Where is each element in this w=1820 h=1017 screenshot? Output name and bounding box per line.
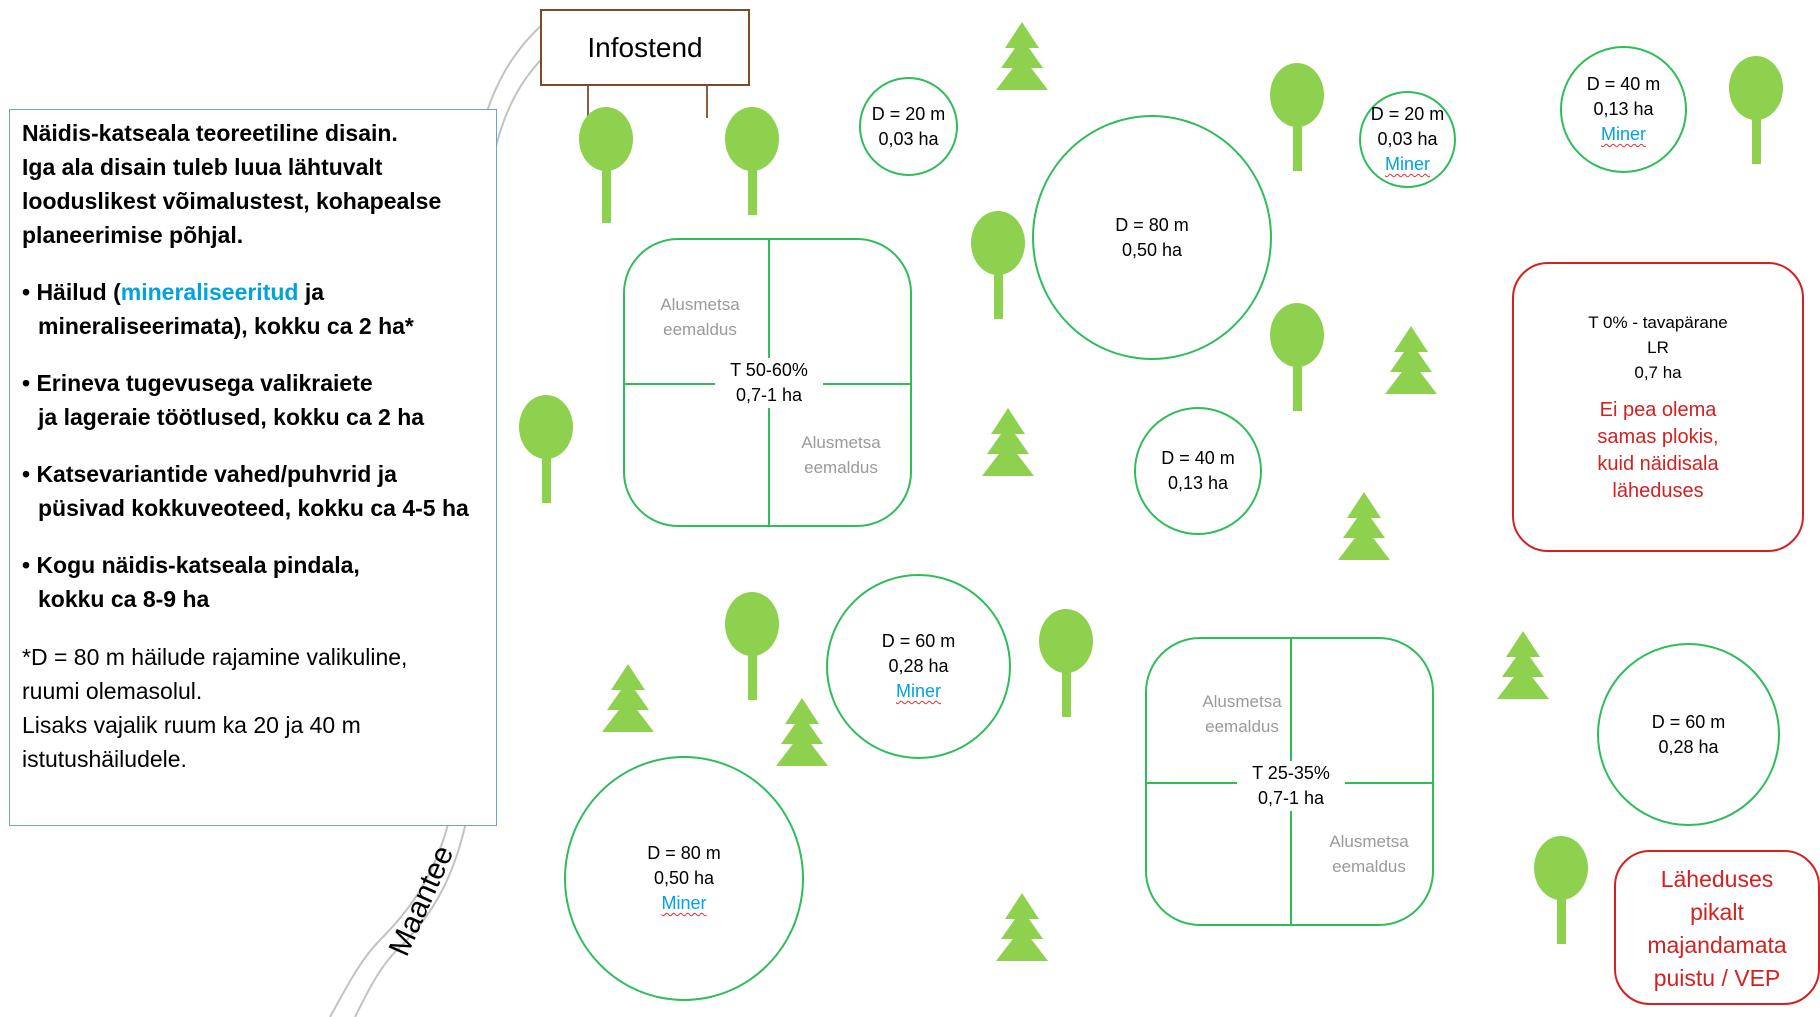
bullet-total-line2: kokku ca 8-9 ha — [38, 586, 210, 612]
gap-circle-d40-b: D = 40 m 0,13 ha — [1134, 407, 1262, 535]
thinning-treatment: T 25-35% — [1252, 763, 1330, 783]
gap-area: 0,50 ha — [653, 868, 715, 888]
bullet-gaps-line2: mineraliseerimata), kokku ca 2 ha* — [38, 313, 414, 339]
info-title-line: planeerimise põhjal. — [22, 222, 244, 248]
clearcut-note-line: kuid näidisala — [1597, 453, 1719, 475]
clearcut-type: LR — [1647, 338, 1669, 357]
deciduous-tree-icon — [519, 395, 573, 503]
thinning-area: 0,7-1 ha — [1257, 788, 1325, 808]
reserve-line: Läheduses — [1660, 866, 1774, 892]
gap-circle-d80-a: D = 80 m 0,50 ha — [1032, 115, 1272, 360]
clearcut-note-line: läheduses — [1612, 480, 1704, 502]
info-text-box: Näidis-katseala teoreetiline disain. Iga… — [9, 109, 497, 826]
gap-diameter: D = 40 m — [1586, 74, 1661, 94]
gap-miner-label: Miner — [895, 681, 941, 701]
gap-miner-label: Miner — [1600, 124, 1646, 144]
gap-diameter: D = 20 m — [1370, 104, 1445, 124]
sign-post-right — [706, 86, 708, 118]
reserve-line: puistu / VEP — [1653, 965, 1781, 991]
clearcut-note: Ei pea olema samas plokis, kuid näidisal… — [1514, 397, 1802, 505]
thinning-plot-t50-60: Alusmetsa eemaldus Alusmetsa eemaldus T … — [623, 238, 912, 527]
bullet-harvests-line1: • Erineva tugevusega valikraiete — [22, 370, 373, 396]
info-title-line: looduslikest võimalustest, kohapealse — [22, 188, 442, 214]
deciduous-tree-icon — [1270, 63, 1324, 171]
bullet-buffers: • Katsevariantide vahed/puhvrid ja püsiva… — [22, 457, 484, 525]
clearcut-treatment: T 0% - tavapärane — [1588, 313, 1728, 332]
gap-diameter: D = 60 m — [881, 631, 956, 651]
deciduous-tree-icon — [1039, 609, 1093, 717]
gap-circle-d20-b: D = 20 m 0,03 ha Miner — [1359, 91, 1456, 188]
gap-area: 0,13 ha — [1167, 473, 1229, 493]
bullet-buffers-line1: • Katsevariantide vahed/puhvrid ja — [22, 461, 397, 487]
bullet-gaps-suffix: ja — [298, 279, 325, 305]
info-title-line: Näidis-katseala teoreetiline disain. — [22, 120, 398, 146]
deciduous-tree-icon — [725, 107, 779, 215]
conifer-tree-icon — [602, 664, 654, 732]
gap-diameter: D = 60 m — [1651, 711, 1726, 732]
thinning-plot-label: T 50-60% 0,7-1 ha — [715, 358, 823, 408]
conifer-tree-icon — [996, 22, 1048, 90]
gap-area: 0,13 ha — [1593, 99, 1654, 119]
gap-circle-d20-a: D = 20 m 0,03 ha — [859, 77, 958, 176]
understory-removal-label: Alusmetsa eemaldus — [801, 433, 881, 477]
bullet-total-line1: • Kogu näidis-katseala pindala, — [22, 552, 360, 578]
gap-diameter: D = 20 m — [871, 103, 946, 124]
understory-removal-label: Alusmetsa eemaldus — [660, 295, 740, 339]
gap-circle-d60-b: D = 60 m 0,28 ha — [1597, 643, 1780, 826]
info-stand-label: Infostend — [587, 31, 703, 63]
bullet-total-area: • Kogu näidis-katseala pindala, kokku ca … — [22, 548, 484, 616]
clearcut-note-line: Ei pea olema — [1599, 399, 1717, 421]
conifer-tree-icon — [1497, 631, 1549, 699]
conifer-tree-icon — [776, 698, 828, 766]
bullet-harvests: • Erineva tugevusega valikraiete ja lager… — [22, 366, 484, 434]
sign-post-left — [587, 86, 589, 118]
bullet-gaps-prefix: • Häilud ( — [22, 279, 121, 305]
deciduous-tree-icon — [579, 107, 633, 223]
thinning-treatment: T 50-60% — [730, 360, 808, 380]
clearcut-plot-box: T 0% - tavapärane LR 0,7 ha Ei pea olema… — [1512, 262, 1804, 552]
gap-area: 0,28 ha — [1658, 736, 1719, 757]
info-title-line: Iga ala disain tuleb luua lähtuvalt — [22, 154, 383, 180]
gap-area: 0,03 ha — [878, 128, 939, 149]
gap-miner-label: Miner — [1384, 154, 1430, 174]
understory-removal-label: Alusmetsa eemaldus — [1329, 832, 1409, 876]
thinning-area: 0,7-1 ha — [735, 385, 803, 405]
bullet-harvests-line2: ja lageraie töötlused, kokku ca 2 ha — [38, 404, 425, 430]
clearcut-area: 0,7 ha — [1634, 363, 1682, 382]
understory-removal-label: Alusmetsa eemaldus — [1202, 692, 1282, 736]
footnote-line: Lisaks vajalik ruum ka 20 ja 40 m — [22, 712, 361, 738]
bullet-buffers-line2: püsivad kokkuveoteed, kokku ca 4-5 ha — [38, 495, 469, 521]
gap-miner-label: Miner — [661, 893, 707, 913]
clearcut-note-line: samas plokis, — [1597, 426, 1719, 448]
gap-diameter: D = 80 m — [647, 843, 721, 863]
gap-area: 0,28 ha — [888, 656, 949, 676]
gap-area: 0,50 ha — [1121, 239, 1183, 260]
reserve-line: majandamata — [1647, 932, 1787, 958]
bullet-gaps-highlight: mineraliseeritud — [120, 279, 299, 305]
gap-circle-d40-a: D = 40 m 0,13 ha Miner — [1560, 46, 1687, 173]
info-stand-sign: Infostend — [540, 9, 750, 86]
conifer-tree-icon — [1338, 492, 1390, 560]
gap-diameter: D = 40 m — [1161, 448, 1235, 468]
thinning-plot-label: T 25-35% 0,7-1 ha — [1237, 761, 1345, 811]
gap-area: 0,03 ha — [1377, 129, 1438, 149]
gap-circle-d60-a: D = 60 m 0,28 ha Miner — [826, 574, 1011, 759]
deciduous-tree-icon — [1729, 56, 1783, 164]
footnote-line: ruumi olemasolul. — [22, 678, 203, 704]
footnote-line: istutushäiludele. — [22, 746, 187, 772]
deciduous-tree-icon — [725, 592, 779, 700]
conifer-tree-icon — [1385, 326, 1437, 394]
reserve-stand-box: Läheduses pikalt majandamata puistu / VE… — [1614, 850, 1820, 1005]
deciduous-tree-icon — [971, 211, 1025, 319]
deciduous-tree-icon — [1534, 836, 1588, 944]
conifer-tree-icon — [982, 408, 1034, 476]
deciduous-tree-icon — [1270, 303, 1324, 411]
reserve-line: pikalt — [1690, 899, 1744, 925]
gap-diameter: D = 80 m — [1115, 214, 1189, 235]
bullet-gaps: • Häilud (mineraliseeritud ja mineralisee… — [22, 275, 484, 343]
thinning-plot-t25-35: Alusmetsa eemaldus Alusmetsa eemaldus T … — [1145, 637, 1434, 926]
footnote-line: *D = 80 m häilude rajamine valikuline, — [22, 644, 408, 670]
gap-circle-d80-b: D = 80 m 0,50 ha Miner — [564, 756, 804, 1001]
conifer-tree-icon — [996, 893, 1048, 961]
